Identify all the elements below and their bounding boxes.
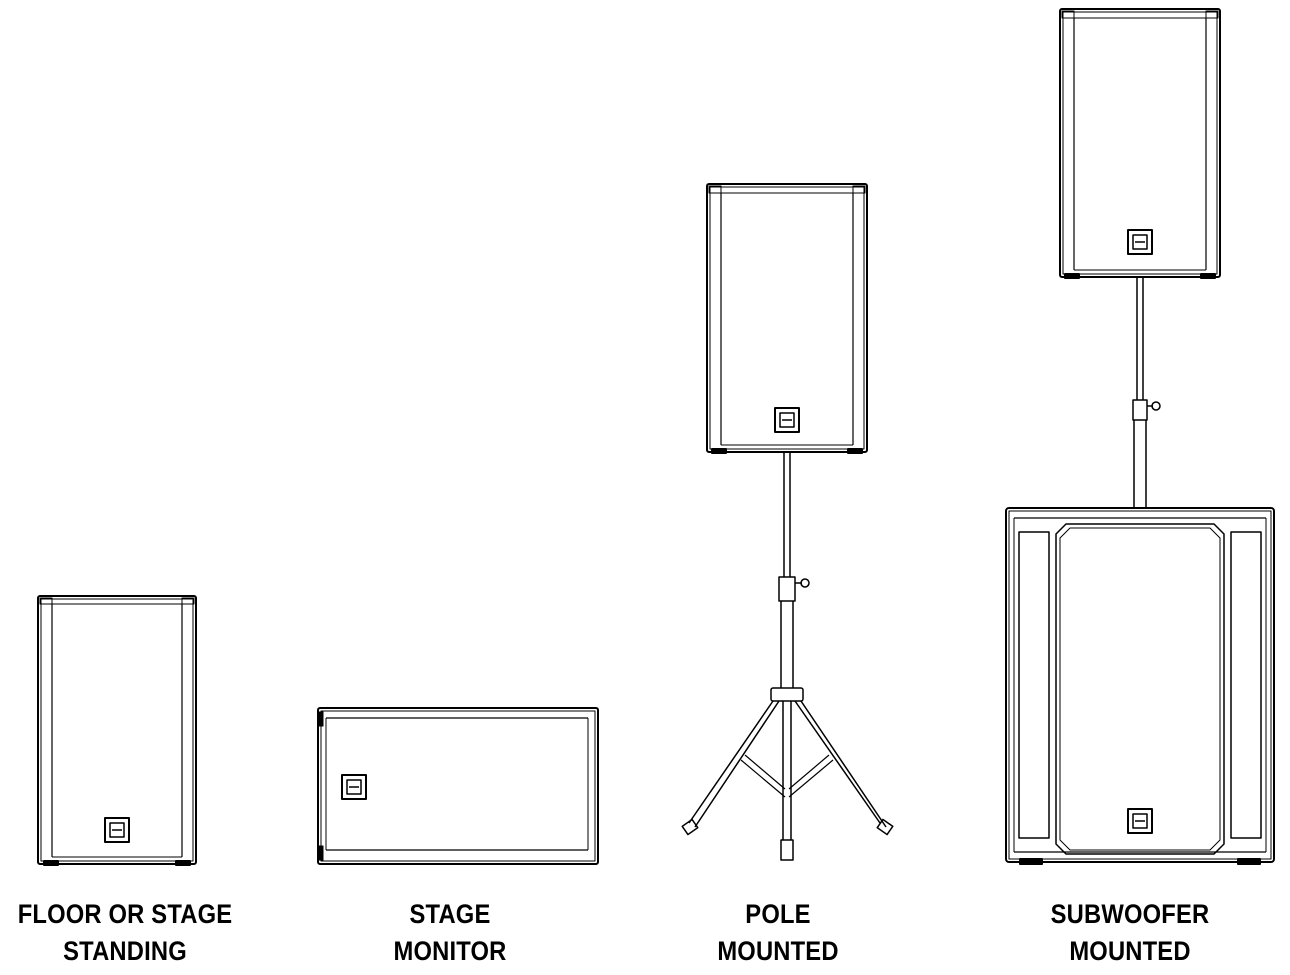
speaker-logo-icon <box>1127 229 1153 255</box>
caption-line: STAGE <box>409 899 491 929</box>
caption-line: POLE <box>745 899 811 929</box>
subwoofer-pole <box>1132 278 1161 508</box>
stage-monitor-speaker <box>317 707 599 865</box>
tripod-stand <box>681 453 894 861</box>
speaker-logo-icon <box>104 817 130 843</box>
speaker-logo-icon <box>1127 808 1153 834</box>
pole-mounted-speaker <box>706 183 868 454</box>
floor-speaker <box>37 595 197 866</box>
caption-monitor: STAGE MONITOR <box>340 896 560 970</box>
caption-line: MONITOR <box>393 936 507 966</box>
caption-line: MOUNTED <box>1069 936 1191 966</box>
caption-line: MOUNTED <box>717 936 839 966</box>
caption-subwoofer: SUBWOOFER MOUNTED <box>1020 896 1240 970</box>
speaker-logo-icon <box>774 407 800 433</box>
subwoofer-top-speaker <box>1059 8 1221 279</box>
caption-floor: FLOOR OR STAGE STANDING <box>6 896 244 970</box>
caption-pole: POLE MOUNTED <box>668 896 888 970</box>
caption-line: STANDING <box>63 936 187 966</box>
speaker-logo-icon <box>341 774 367 800</box>
subwoofer <box>1005 507 1275 865</box>
caption-line: FLOOR OR STAGE <box>17 899 233 929</box>
caption-line: SUBWOOFER <box>1050 899 1210 929</box>
